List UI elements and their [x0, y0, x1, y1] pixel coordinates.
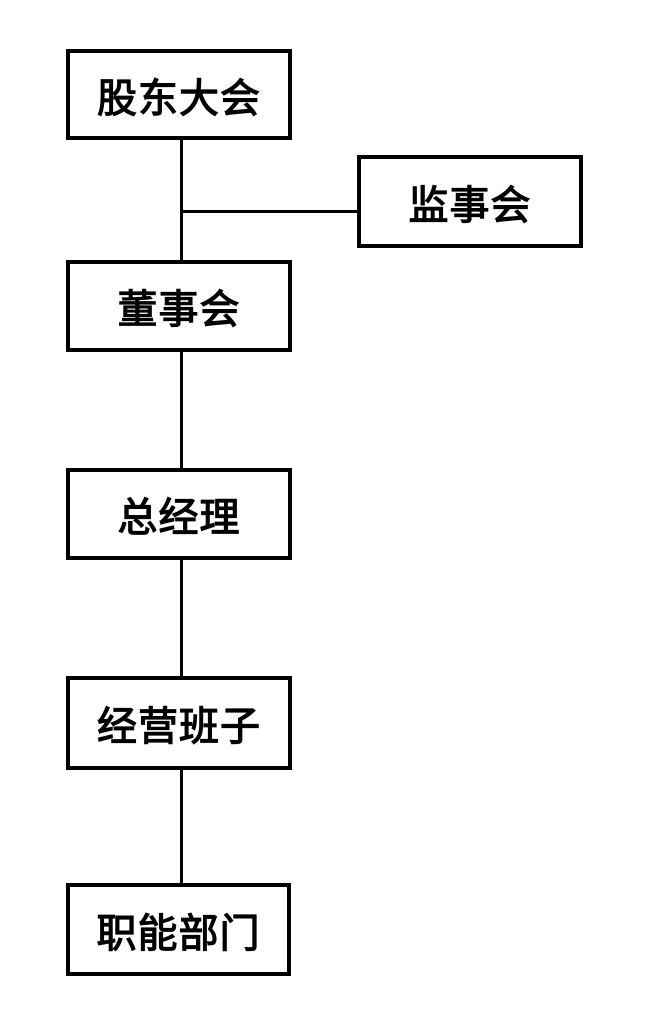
- node-management-team-label: 经营班子: [97, 705, 261, 749]
- connector-branch-to-supervisory: [181, 210, 358, 213]
- node-shareholders-meeting: 股东大会: [66, 49, 292, 140]
- node-general-manager: 总经理: [66, 468, 292, 560]
- node-functional-departments: 职能部门: [66, 883, 291, 976]
- connector-board-to-general-manager: [180, 351, 183, 469]
- node-functional-departments-label: 职能部门: [96, 911, 261, 956]
- node-board-of-directors-label: 董事会: [117, 288, 241, 332]
- connector-shareholders-to-board: [180, 139, 183, 261]
- connector-management-team-to-functional-departments: [180, 769, 183, 884]
- node-shareholders-meeting-label: 股东大会: [97, 76, 261, 121]
- node-management-team: 经营班子: [66, 676, 292, 770]
- node-supervisory-board-label: 监事会: [408, 183, 532, 228]
- node-board-of-directors: 董事会: [66, 260, 292, 352]
- connector-general-manager-to-management-team: [180, 559, 183, 677]
- node-supervisory-board: 监事会: [357, 155, 583, 248]
- node-general-manager-label: 总经理: [117, 496, 241, 540]
